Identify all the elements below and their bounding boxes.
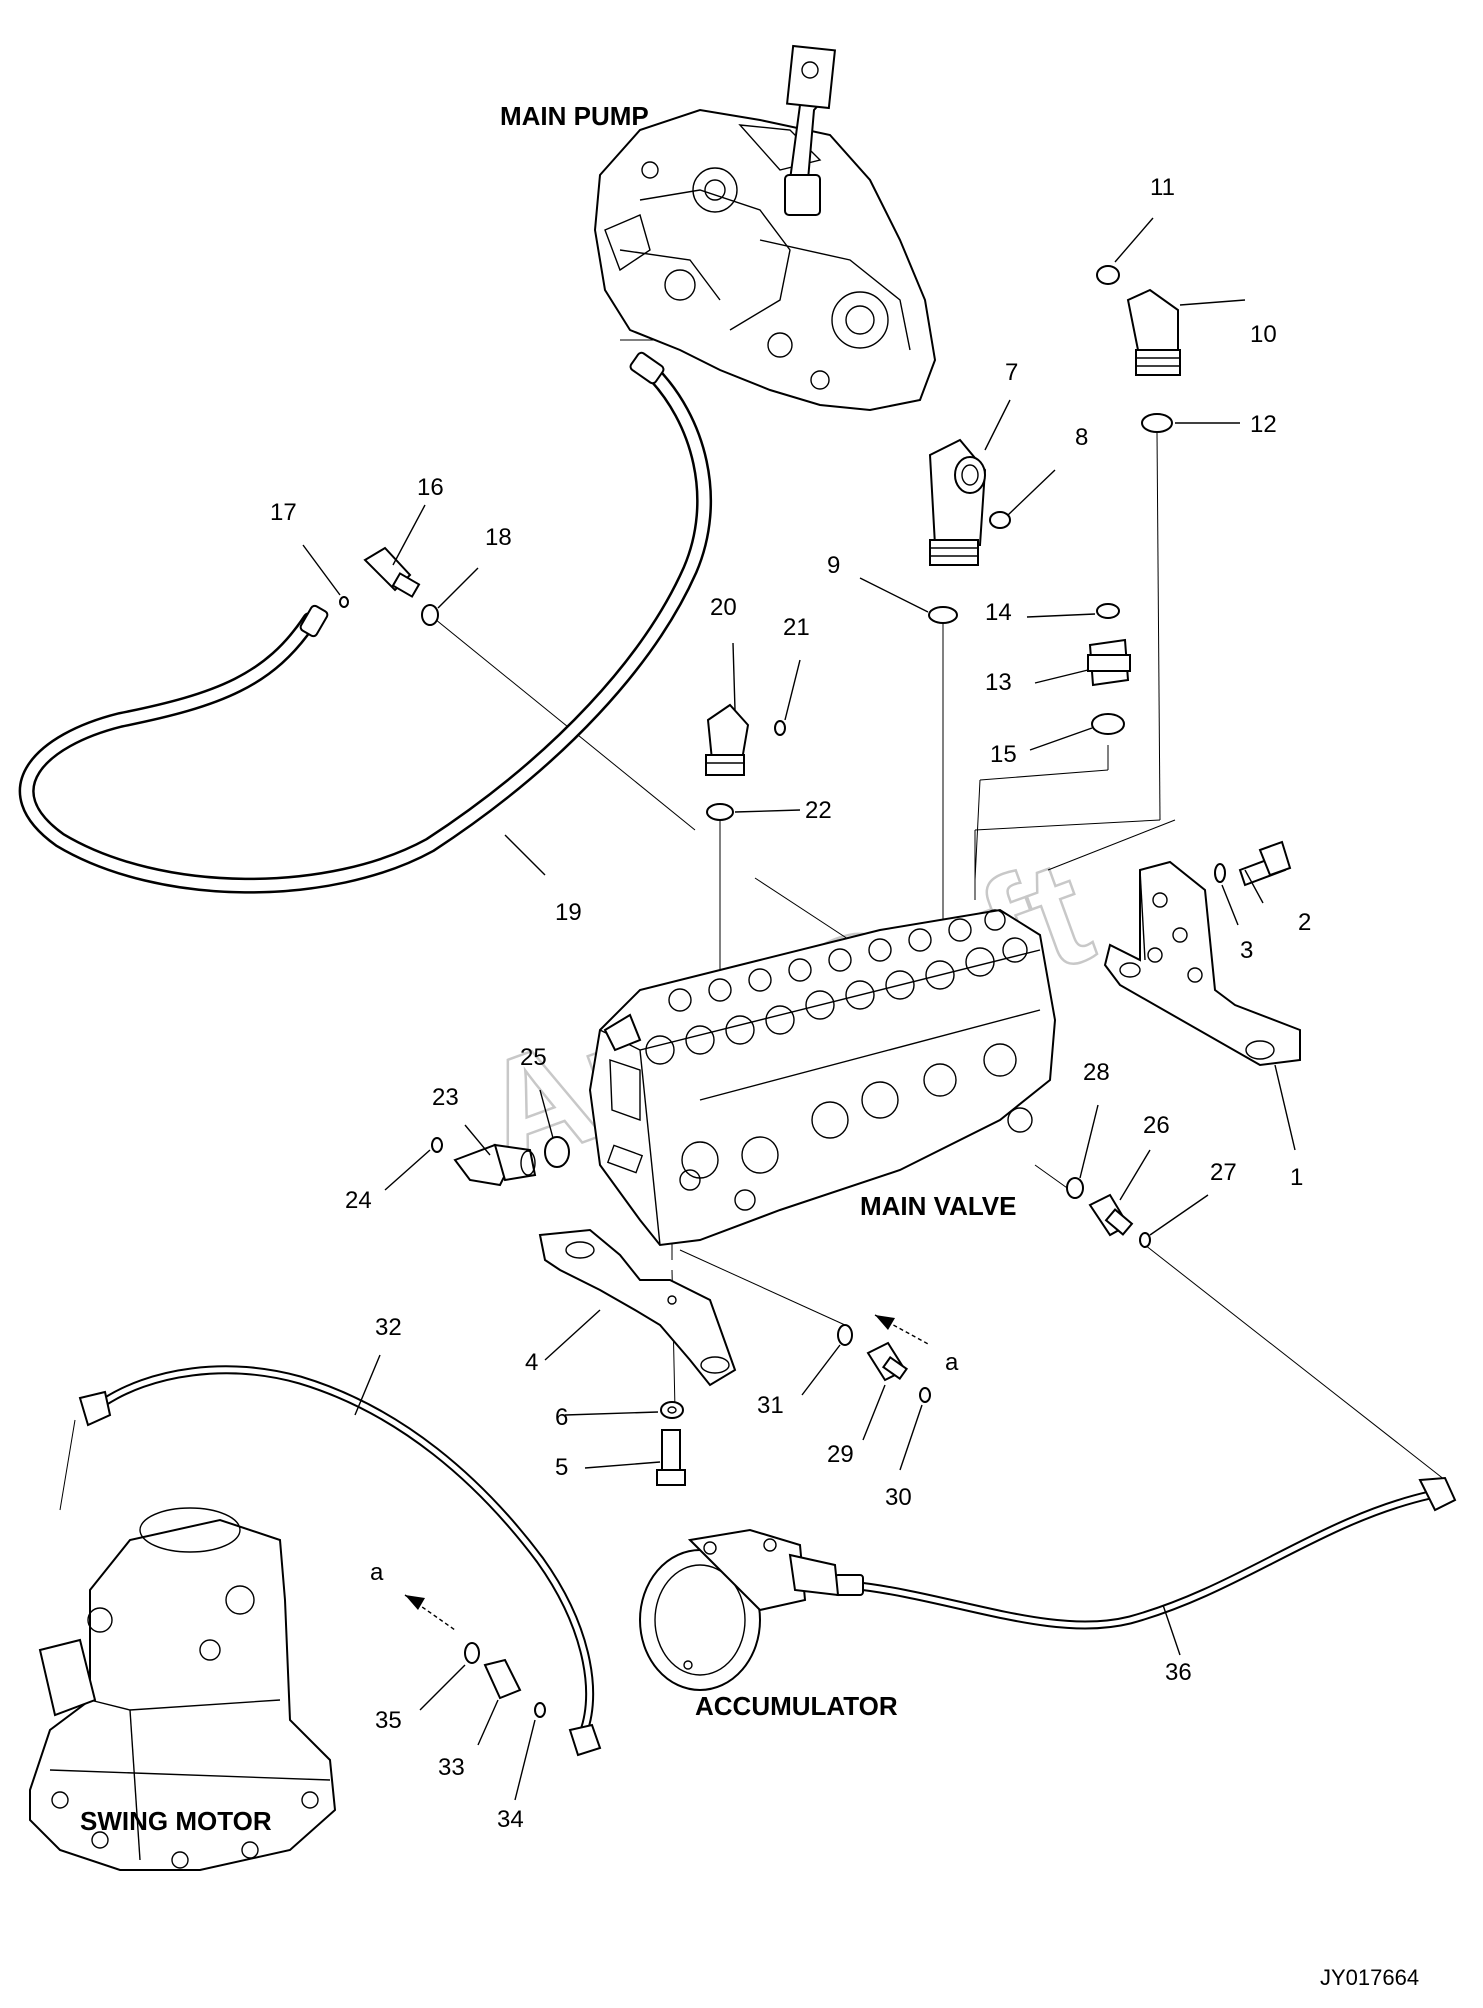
washer-6 (660, 1401, 684, 1419)
callout-21: 21 (783, 614, 810, 641)
bolt-2 (1238, 840, 1292, 887)
o-ring-35 (464, 1642, 480, 1664)
bracket-1 (1103, 860, 1301, 1067)
main-pump-label: MAIN PUMP (500, 101, 649, 131)
callout-35: 35 (375, 1707, 402, 1734)
view-marker-a-lower: a (370, 1559, 384, 1586)
leader-lines (302, 217, 1296, 1801)
washer-3 (1214, 863, 1226, 883)
o-ring-9 (928, 606, 958, 624)
swing-motor-label: SWING MOTOR (80, 1806, 272, 1836)
part-number-callouts: 1 2 3 4 5 6 7 8 9 10 11 12 13 14 15 16 1… (270, 174, 1311, 1833)
elbow-23 (453, 1143, 537, 1187)
bracket-4 (538, 1228, 737, 1387)
o-ring-11 (1096, 265, 1120, 285)
o-ring-22 (706, 803, 734, 821)
callout-5: 5 (555, 1454, 568, 1481)
o-ring-12 (1141, 413, 1173, 433)
callout-34: 34 (497, 1806, 524, 1833)
callout-4: 4 (525, 1349, 538, 1376)
callout-17: 17 (270, 499, 297, 526)
o-ring-15 (1091, 713, 1125, 735)
accumulator-label: ACCUMULATOR (695, 1691, 898, 1721)
hose-36 (834, 1476, 1457, 1630)
elbow-16 (363, 546, 421, 598)
o-ring-30 (919, 1387, 931, 1403)
drawing-code: JY017664 (1320, 1965, 1419, 1990)
o-ring-34 (534, 1702, 546, 1718)
o-ring-17 (339, 596, 349, 608)
view-arrow-a-upper (874, 1314, 931, 1346)
callout-7: 7 (1005, 359, 1018, 386)
callout-9: 9 (827, 552, 840, 579)
o-ring-24 (431, 1137, 443, 1153)
o-ring-28 (1066, 1177, 1084, 1199)
fitting-29 (866, 1341, 909, 1382)
callout-12: 12 (1250, 411, 1277, 438)
callout-29: 29 (827, 1441, 854, 1468)
callout-28: 28 (1083, 1059, 1110, 1086)
callout-36: 36 (1165, 1659, 1192, 1686)
main-valve (588, 908, 1057, 1247)
callout-26: 26 (1143, 1112, 1170, 1139)
o-ring-25 (544, 1136, 570, 1168)
o-ring-31 (837, 1324, 853, 1346)
callout-25: 25 (520, 1044, 547, 1071)
o-ring-21 (774, 720, 786, 736)
callout-19: 19 (555, 899, 582, 926)
adapter-13 (1087, 638, 1131, 687)
view-arrow-a-lower (404, 1594, 456, 1631)
callout-6: 6 (555, 1404, 568, 1431)
callout-11: 11 (1150, 174, 1175, 201)
callout-27: 27 (1210, 1159, 1237, 1186)
o-ring-27 (1139, 1232, 1151, 1248)
fitting-33 (483, 1658, 522, 1700)
callout-32: 32 (375, 1314, 402, 1341)
main-pump (593, 44, 937, 412)
o-ring-18 (421, 604, 439, 626)
callout-31: 31 (757, 1392, 784, 1419)
fitting-26 (1088, 1193, 1134, 1237)
callout-24: 24 (345, 1187, 372, 1214)
o-ring-8 (989, 511, 1011, 529)
callout-13: 13 (985, 669, 1012, 696)
callout-23: 23 (432, 1084, 459, 1111)
callout-20: 20 (710, 594, 737, 621)
callout-1: 1 (1290, 1164, 1303, 1191)
accumulator (639, 1528, 840, 1691)
callout-15: 15 (990, 741, 1017, 768)
callout-16: 16 (417, 474, 444, 501)
callout-33: 33 (438, 1754, 465, 1781)
view-marker-a-upper: a (945, 1349, 959, 1376)
callout-18: 18 (485, 524, 512, 551)
hose-32 (78, 1365, 602, 1757)
callout-3: 3 (1240, 937, 1253, 964)
callout-22: 22 (805, 797, 832, 824)
callout-30: 30 (885, 1484, 912, 1511)
callout-2: 2 (1298, 909, 1311, 936)
bolt-5 (656, 1429, 686, 1486)
o-ring-14 (1096, 603, 1120, 619)
swing-motor (29, 1507, 337, 1871)
elbow-7 (928, 438, 987, 566)
hose-19 (18, 351, 713, 894)
elbow-20 (705, 703, 750, 776)
callout-14: 14 (985, 599, 1012, 626)
callout-8: 8 (1075, 424, 1088, 451)
main-valve-label: MAIN VALVE (860, 1191, 1016, 1221)
elbow-10 (1126, 288, 1181, 376)
callout-10: 10 (1250, 321, 1277, 348)
